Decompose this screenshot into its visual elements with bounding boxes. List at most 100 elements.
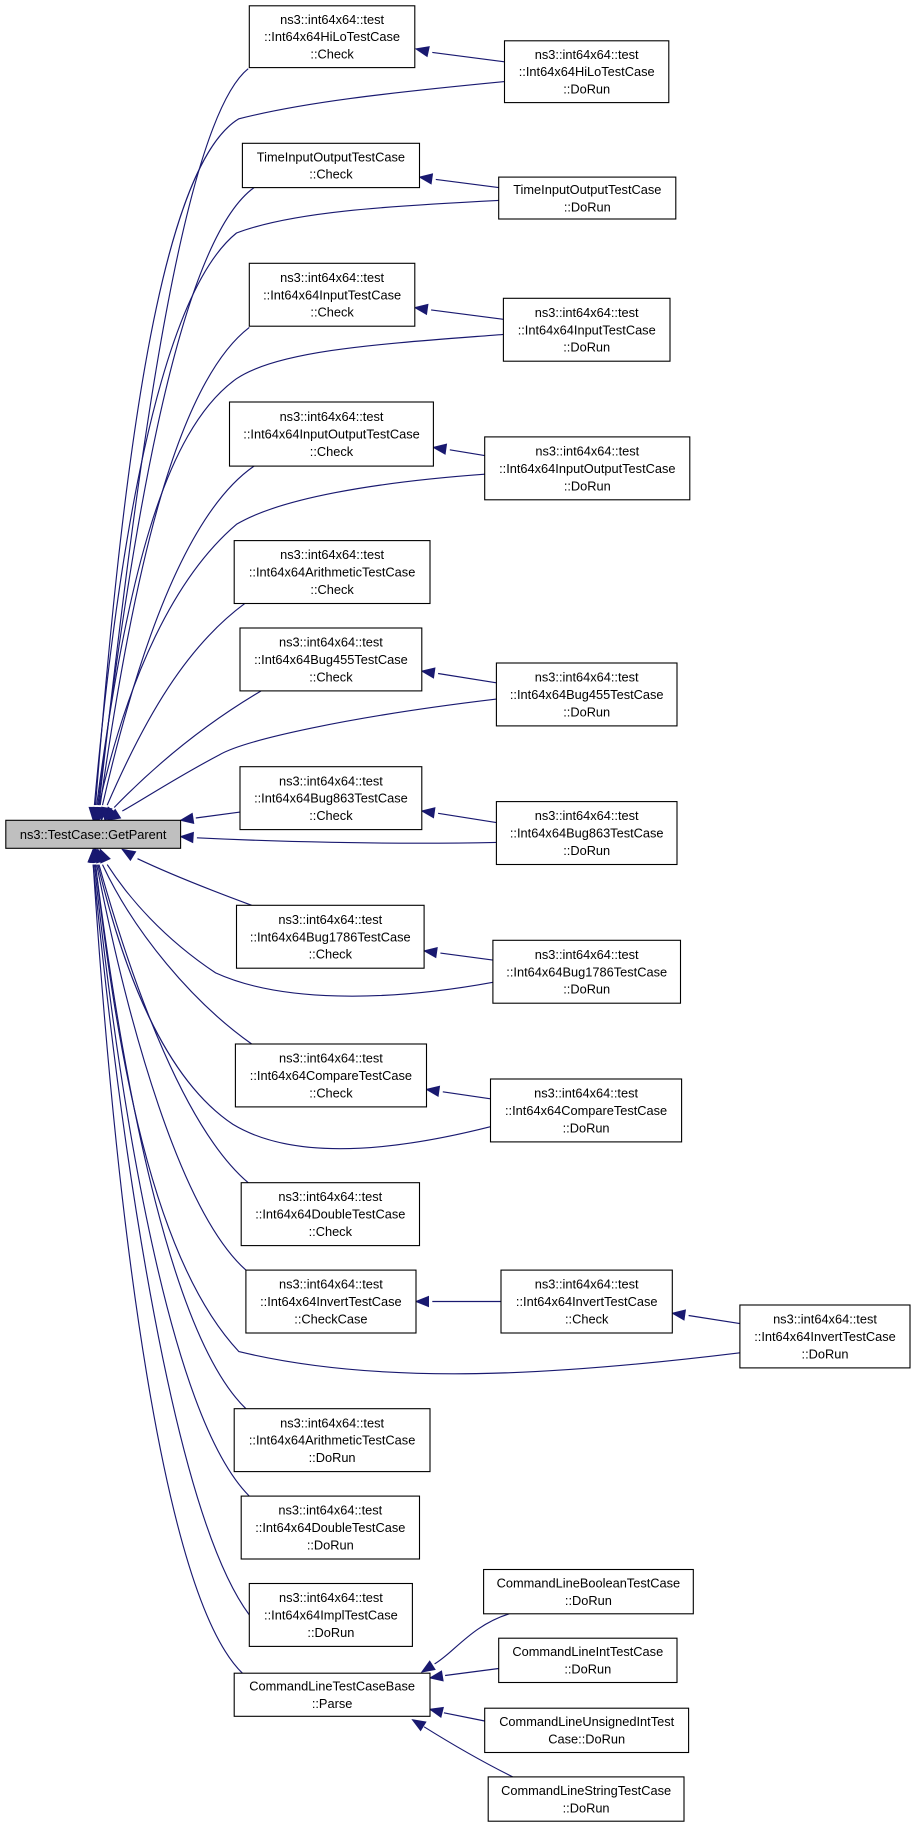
node-label-line: ns3::int64x64::test xyxy=(279,1590,383,1605)
node-inout-check[interactable]: ns3::int64x64::test::Int64x64InputOutput… xyxy=(228,401,434,467)
node-box[interactable] xyxy=(241,142,421,189)
node-box[interactable] xyxy=(495,801,678,866)
node-time-dorun[interactable]: TimeInputOutputTestCase::DoRun xyxy=(498,176,677,220)
edge-line xyxy=(98,68,249,806)
node-label-line: ::DoRun xyxy=(564,199,611,214)
edge-input_check-to-getparent xyxy=(94,326,250,822)
edge-line xyxy=(106,864,494,997)
node-box[interactable] xyxy=(239,766,423,831)
node-label-line: ::Int64x64Bug455TestCase xyxy=(254,652,408,667)
node-double-dorun[interactable]: ns3::int64x64::test::Int64x64DoubleTestC… xyxy=(240,1495,421,1560)
node-invert-check[interactable]: ns3::int64x64::test::Int64x64InvertTestC… xyxy=(500,1269,673,1334)
edge-line xyxy=(99,326,250,806)
edge-line xyxy=(196,837,497,844)
node-cl-string[interactable]: CommandLineStringTestCase::DoRun xyxy=(487,1776,685,1822)
node-label-line: ::Check xyxy=(310,444,354,459)
node-box[interactable] xyxy=(248,1582,413,1647)
node-arith-check[interactable]: ns3::int64x64::test::Int64x64ArithmeticT… xyxy=(233,540,431,605)
node-label-line: TimeInputOutputTestCase xyxy=(257,149,405,164)
node-box[interactable] xyxy=(492,939,682,1004)
edge-bug455_check-to-getparent xyxy=(104,690,262,822)
node-bug1786-check[interactable]: ns3::int64x64::test::Int64x64Bug1786Test… xyxy=(235,904,425,969)
edge-bug455_dorun-to-getparent xyxy=(106,698,497,822)
node-box[interactable] xyxy=(239,627,423,692)
node-box[interactable] xyxy=(484,1707,690,1754)
node-invert-checkcase[interactable]: ns3::int64x64::test::Int64x64InvertTestC… xyxy=(245,1269,417,1334)
node-box[interactable] xyxy=(234,1043,428,1108)
node-label-line: ::Check xyxy=(309,1224,353,1239)
node-box[interactable] xyxy=(248,5,416,69)
node-bug455-check[interactable]: ns3::int64x64::test::Int64x64Bug455TestC… xyxy=(239,627,423,692)
node-box[interactable] xyxy=(495,662,678,727)
node-label-line: ns3::int64x64::test xyxy=(279,635,383,650)
node-bug863-check[interactable]: ns3::int64x64::test::Int64x64Bug863TestC… xyxy=(239,766,423,831)
node-getparent[interactable]: ns3::TestCase::GetParent xyxy=(5,819,182,849)
node-box[interactable] xyxy=(228,401,434,467)
node-label-line: ::DoRun xyxy=(563,1120,610,1135)
arrowhead xyxy=(670,1309,686,1321)
node-label-line: ::Int64x64CompareTestCase xyxy=(250,1068,412,1083)
node-box[interactable] xyxy=(235,904,425,969)
node-bug455-dorun[interactable]: ns3::int64x64::test::Int64x64Bug455TestC… xyxy=(495,662,678,727)
node-compare-check[interactable]: ns3::int64x64::test::Int64x64CompareTest… xyxy=(234,1043,428,1108)
node-label-line: CommandLineBooleanTestCase xyxy=(497,1576,681,1591)
node-time-check[interactable]: TimeInputOutputTestCase::Check xyxy=(241,142,421,189)
node-inout-dorun[interactable]: ns3::int64x64::test::Int64x64InputOutput… xyxy=(484,436,691,501)
node-box[interactable] xyxy=(739,1304,911,1369)
node-label-line: ns3::int64x64::test xyxy=(280,270,384,285)
node-label-line: ns3::int64x64::test xyxy=(773,1312,877,1327)
edge-bug863_dorun-to-bug863_check xyxy=(420,807,497,824)
edge-bug863_check-to-getparent xyxy=(179,811,241,824)
edge-bug455_dorun-to-bug455_check xyxy=(420,667,497,684)
node-input-check[interactable]: ns3::int64x64::test::Int64x64InputTestCa… xyxy=(248,262,416,327)
node-invert-dorun[interactable]: ns3::int64x64::test::Int64x64InvertTestC… xyxy=(739,1304,911,1369)
node-hilo-dorun[interactable]: ns3::int64x64::test::Int64x64HiLoTestCas… xyxy=(503,40,670,104)
node-bug863-dorun[interactable]: ns3::int64x64::test::Int64x64Bug863TestC… xyxy=(495,801,678,866)
edge-line xyxy=(93,864,250,1497)
node-box[interactable] xyxy=(502,297,671,362)
node-label-line: ::Int64x64CompareTestCase xyxy=(505,1103,667,1118)
node-impl-dorun[interactable]: ns3::int64x64::test::Int64x64ImplTestCas… xyxy=(248,1582,413,1647)
edge-inout_check-to-getparent xyxy=(96,465,255,822)
node-arith-dorun[interactable]: ns3::int64x64::test::Int64x64ArithmeticT… xyxy=(233,1408,431,1473)
node-box[interactable] xyxy=(498,1637,678,1684)
node-box[interactable] xyxy=(503,40,670,104)
node-cl-int[interactable]: CommandLineIntTestCase::DoRun xyxy=(498,1637,678,1684)
node-box[interactable] xyxy=(233,1672,431,1717)
node-label-line: ns3::int64x64::test xyxy=(535,808,639,823)
node-cl-parse[interactable]: CommandLineTestCaseBase::Parse xyxy=(233,1672,431,1717)
node-box[interactable] xyxy=(240,1182,421,1247)
node-box[interactable] xyxy=(498,176,677,220)
edge-bug1786_check-to-getparent xyxy=(121,848,252,906)
edge-line xyxy=(96,333,504,806)
arrowhead xyxy=(428,1706,444,1719)
edge-invert_check-to-invert_checkcase xyxy=(414,1295,501,1308)
node-box[interactable] xyxy=(233,1408,431,1473)
node-label-line: ::DoRun xyxy=(802,1346,849,1361)
node-box[interactable] xyxy=(248,262,416,327)
arrowhead xyxy=(93,806,105,822)
edge-cl_string-to-cl_parse xyxy=(411,1719,513,1778)
node-box[interactable] xyxy=(487,1776,685,1822)
edge-hilo_dorun-to-hilo_check xyxy=(414,46,505,63)
arrowhead xyxy=(420,1660,436,1673)
node-label-line: ::DoRun xyxy=(563,82,610,97)
node-box[interactable] xyxy=(233,540,431,605)
node-box[interactable] xyxy=(484,436,691,501)
node-double-check[interactable]: ns3::int64x64::test::Int64x64DoubleTestC… xyxy=(240,1182,421,1247)
node-compare-dorun[interactable]: ns3::int64x64::test::Int64x64CompareTest… xyxy=(489,1078,683,1143)
node-box[interactable] xyxy=(483,1568,694,1615)
node-label-line: ns3::int64x64::test xyxy=(535,305,639,320)
node-box[interactable] xyxy=(489,1078,683,1143)
arrowhead xyxy=(418,173,434,185)
node-box[interactable] xyxy=(500,1269,673,1334)
node-box[interactable] xyxy=(240,1495,421,1560)
node-box[interactable] xyxy=(245,1269,417,1334)
node-bug1786-dorun[interactable]: ns3::int64x64::test::Int64x64Bug1786Test… xyxy=(492,939,682,1004)
node-label-line: ns3::int64x64::test xyxy=(279,773,383,788)
node-cl-bool[interactable]: CommandLineBooleanTestCase::DoRun xyxy=(483,1568,694,1615)
node-input-dorun[interactable]: ns3::int64x64::test::Int64x64InputTestCa… xyxy=(502,297,671,362)
node-hilo-check[interactable]: ns3::int64x64::test::Int64x64HiLoTestCas… xyxy=(248,5,416,69)
node-box[interactable] xyxy=(5,819,182,849)
